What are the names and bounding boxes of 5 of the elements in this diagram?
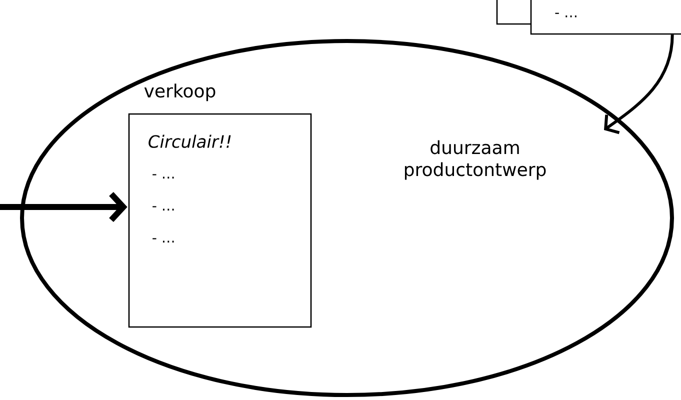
text-panel: verkoop Circulair!! - … - … - …: [128, 84, 312, 328]
arrow: [0, 192, 128, 222]
node-label: verkoop: [144, 84, 216, 102]
arrow: [604, 34, 674, 134]
back-box: [496, 0, 533, 25]
